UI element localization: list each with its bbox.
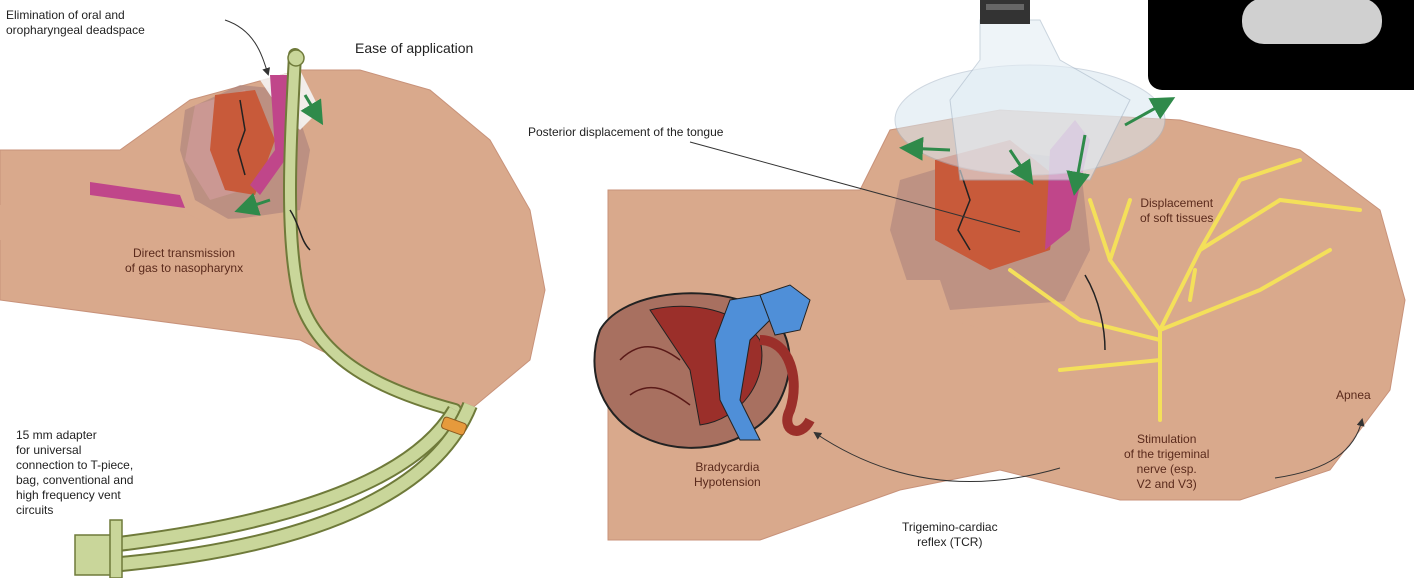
left-head-silhouette bbox=[0, 70, 545, 410]
label-posterior-displacement: Posterior displacement of the tongue bbox=[528, 125, 723, 140]
label-bradycardia: Bradycardia Hypotension bbox=[694, 460, 761, 490]
phone-camera-overlay bbox=[1148, 0, 1414, 90]
label-elimination-deadspace: Elimination of oral and oropharyngeal de… bbox=[6, 8, 145, 38]
label-displacement-soft-tissues: Displacement of soft tissues bbox=[1140, 196, 1213, 226]
label-direct-transmission: Direct transmission of gas to nasopharyn… bbox=[125, 246, 243, 276]
label-adapter: 15 mm adapter for universal connection t… bbox=[16, 428, 133, 518]
label-ease-of-application: Ease of application bbox=[355, 40, 473, 57]
label-apnea: Apnea bbox=[1336, 388, 1371, 403]
label-stimulation-trigeminal: Stimulation of the trigeminal nerve (esp… bbox=[1124, 432, 1209, 492]
camera-pill-icon bbox=[1242, 0, 1382, 44]
right-mask bbox=[895, 0, 1165, 180]
label-tcr: Trigemino-cardiac reflex (TCR) bbox=[902, 520, 998, 550]
